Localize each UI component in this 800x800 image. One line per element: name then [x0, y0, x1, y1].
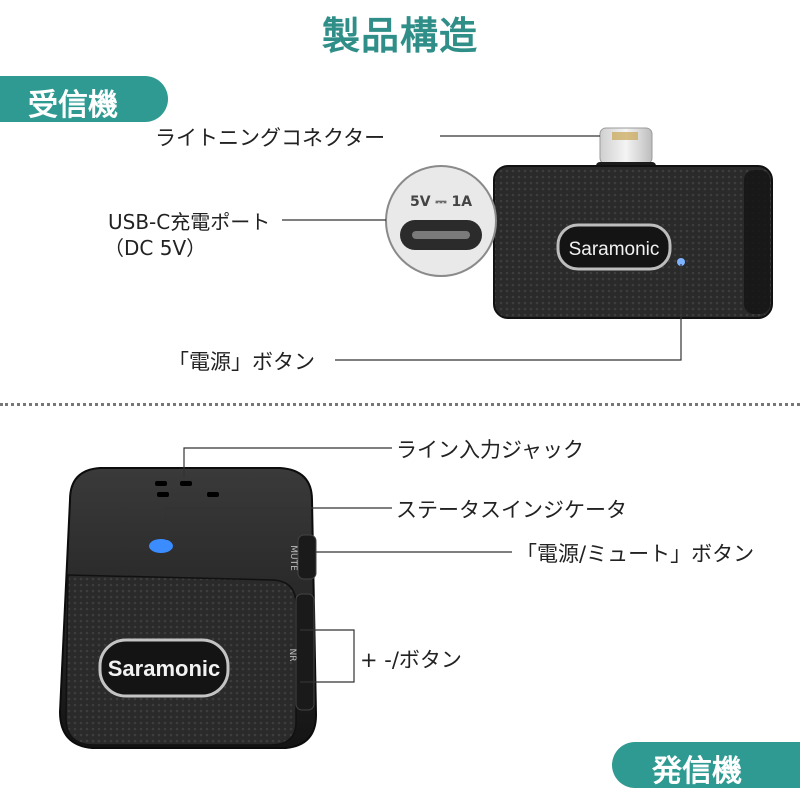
nr-marking: NR: [287, 649, 297, 662]
line-in-leader-line: [183, 447, 392, 478]
receiver-logo-badge: [556, 223, 672, 271]
power-label: 「電源」ボタン: [168, 350, 315, 374]
usbc-label-line2: （DC 5V）: [104, 236, 207, 260]
lightning-label: ライトニングコネクター: [155, 126, 386, 150]
power-mute-label: 「電源/ミュート」ボタン: [516, 542, 755, 566]
usbc-port-zoom: 5V ⎓ 1A: [385, 165, 497, 277]
power-leader-line: [335, 264, 682, 361]
receiver-brand: Saramonic: [569, 239, 660, 260]
plus-minus-button: [295, 593, 315, 711]
status-indicator-label: ステータスインジケータ: [396, 498, 627, 522]
plus-minus-bracket: [300, 629, 355, 683]
line-in-label: ライン入力ジャック: [396, 438, 584, 462]
page-title: 製品構造: [321, 14, 478, 58]
transmitter-logo-badge: [98, 638, 230, 698]
receiver-led: [677, 258, 685, 266]
receiver-section-badge: 受信機: [0, 76, 168, 123]
mute-marking: MUTE: [288, 545, 298, 571]
power-mute-button: [297, 534, 317, 580]
transmitter-section-badge: 発信機: [612, 742, 800, 789]
transmitter-device: Saramonic MUTE NR: [58, 447, 512, 749]
transmitter-status-led: [149, 539, 173, 553]
status-leader-line: [165, 507, 392, 540]
receiver-device: Saramonic 5V ⎓ 1A: [282, 127, 773, 361]
usbc-label-line1: USB-C充電ポート: [108, 210, 271, 234]
receiver-section-label: 受信機: [28, 88, 118, 123]
port-marking: 5V ⎓ 1A: [410, 194, 472, 210]
transmitter-brand: Saramonic: [108, 656, 221, 681]
transmitter-section-label: 発信機: [652, 754, 742, 789]
plus-minus-label: + -/ボタン: [360, 648, 462, 672]
section-divider: [0, 403, 800, 406]
